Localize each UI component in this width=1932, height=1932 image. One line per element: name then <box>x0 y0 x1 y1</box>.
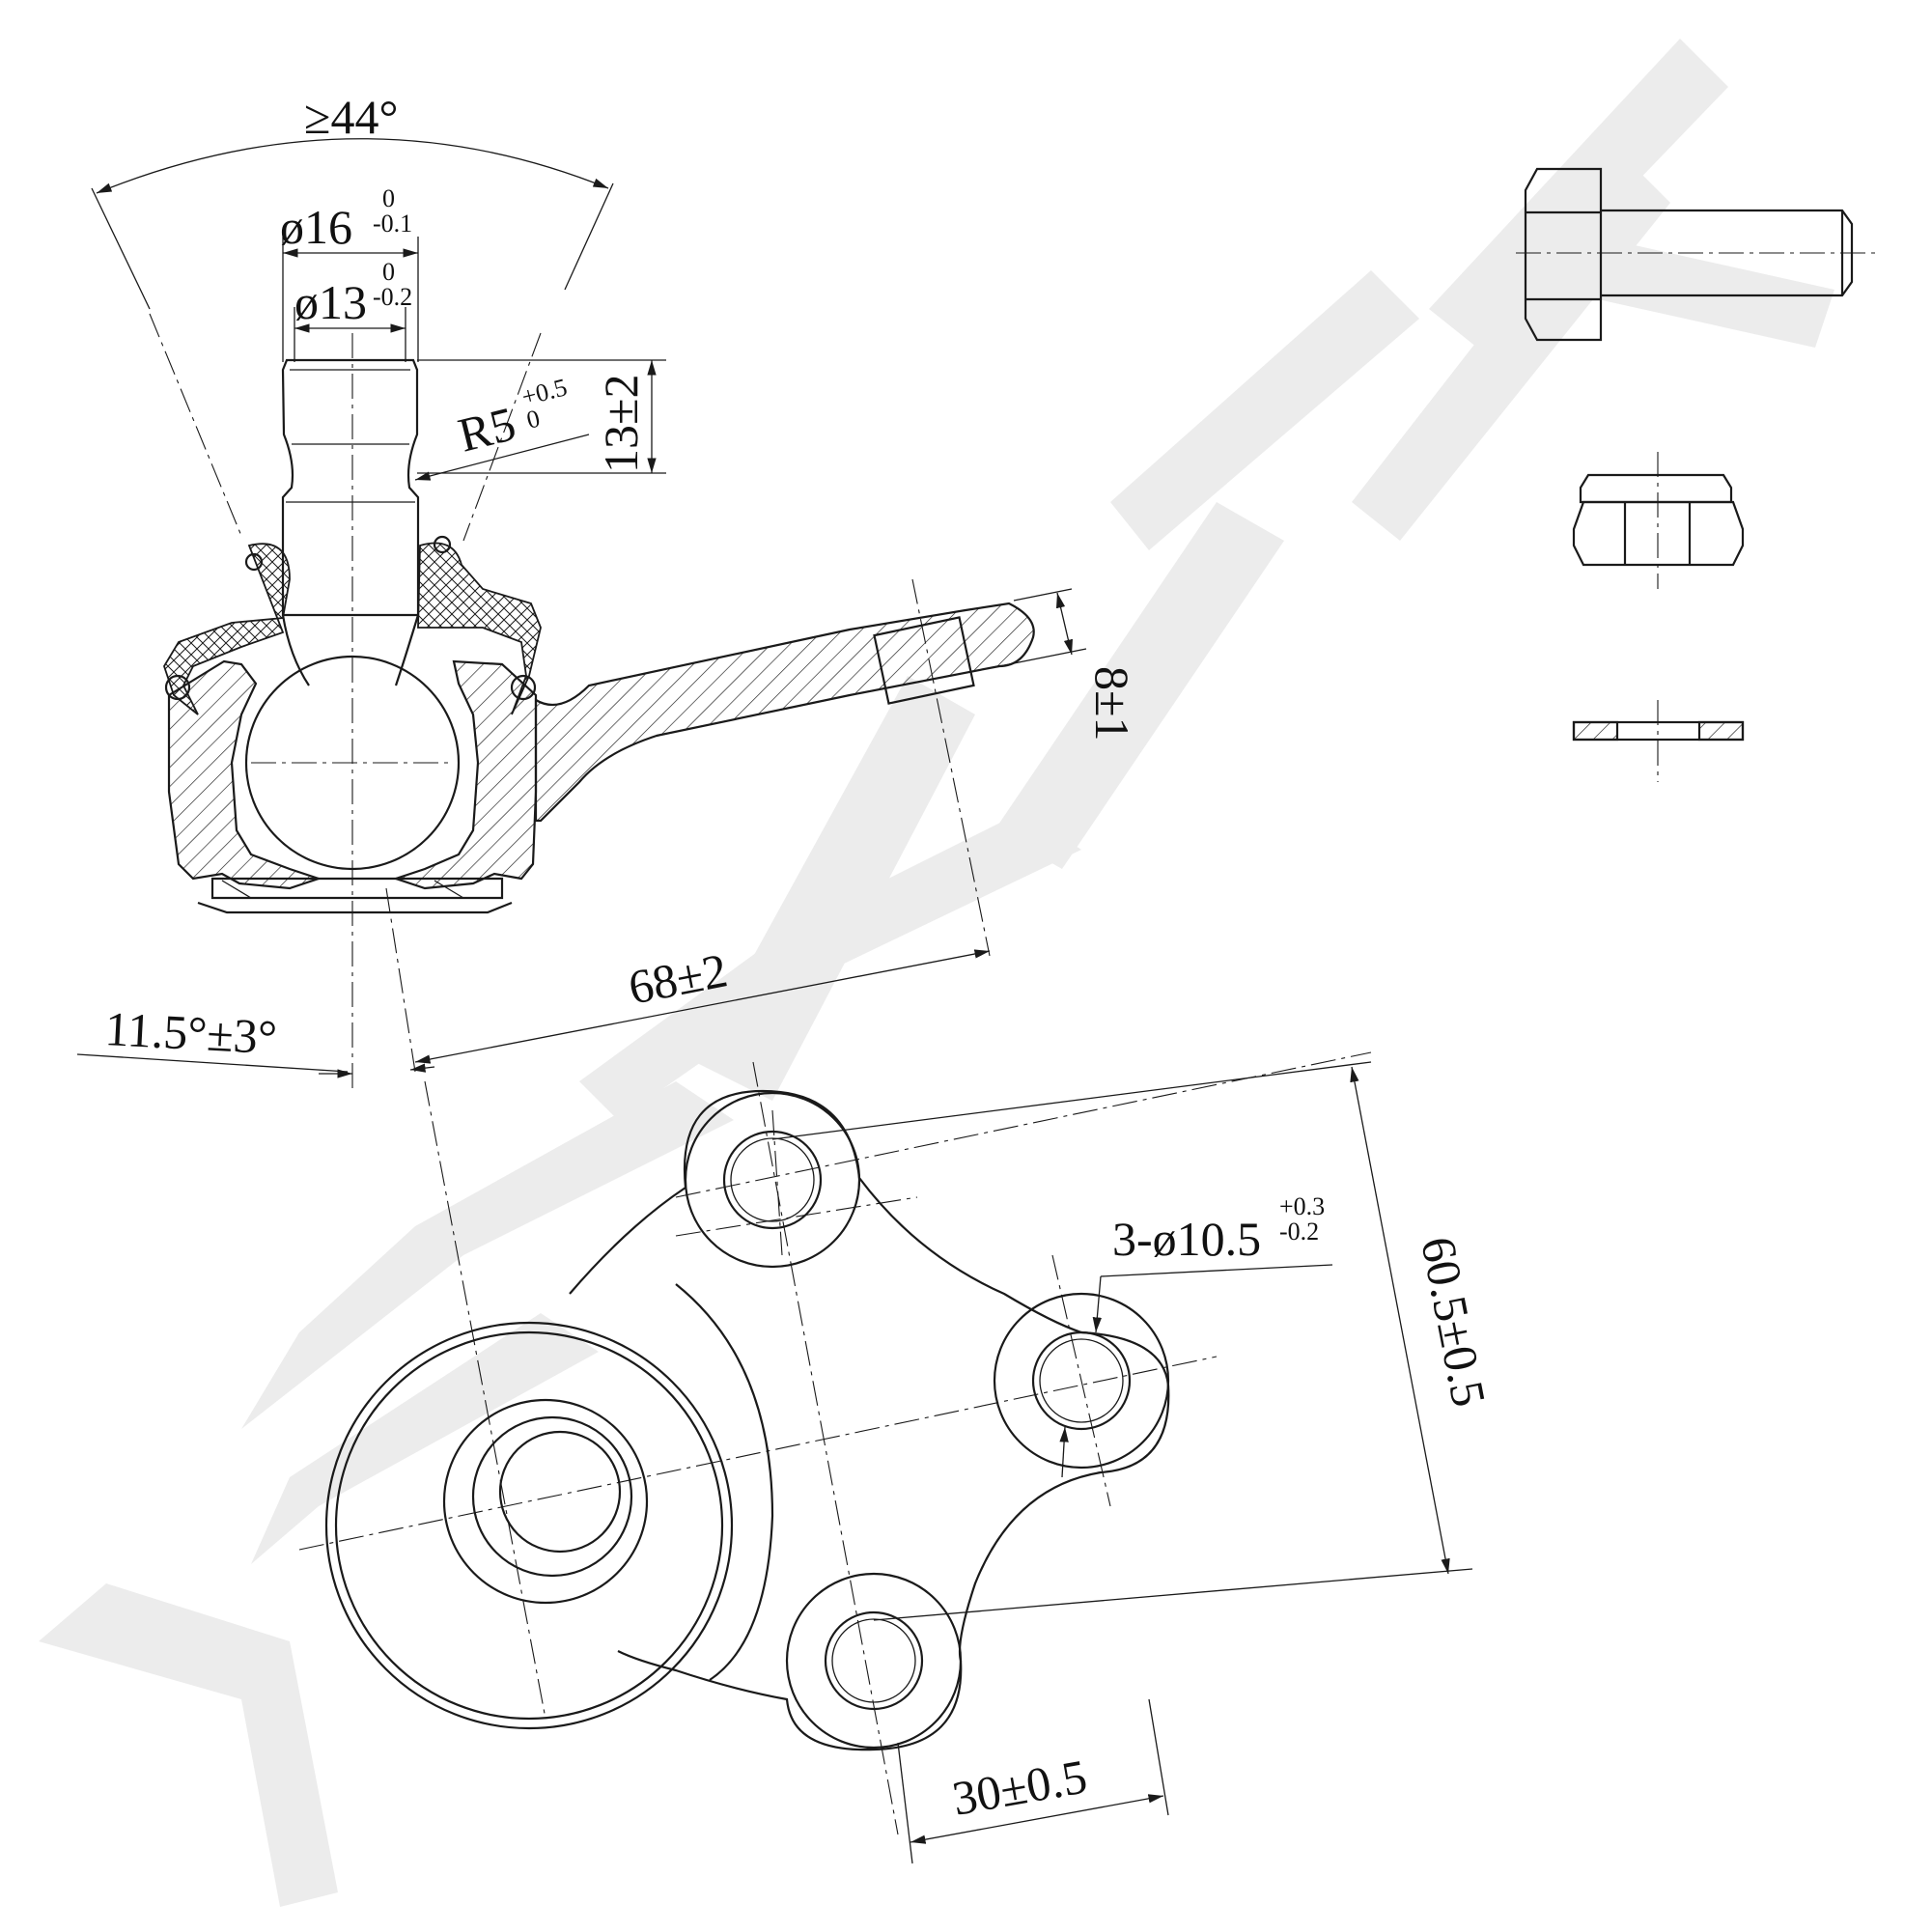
cone-angle-label: ≥44° <box>304 90 398 144</box>
svg-text:-0.2: -0.2 <box>1279 1218 1319 1246</box>
thread-length-dimension: 13±2 <box>417 359 666 474</box>
side-section-view <box>149 313 1035 1091</box>
plan-view <box>298 1051 1372 1835</box>
hole-diameter-label: 3-ø10.5 <box>1112 1212 1261 1266</box>
mounting-hole-2 <box>993 1292 1170 1470</box>
stud-thread <box>281 358 420 617</box>
washer-icon <box>1572 700 1745 782</box>
svg-text:0: 0 <box>523 405 543 434</box>
mounting-hole-1 <box>684 1091 861 1269</box>
hole-spacing-vertical-dimension: 60.5±0.5 <box>771 1061 1497 1621</box>
svg-text:0: 0 <box>382 258 395 286</box>
shank-diameter-label: ø16 <box>280 200 352 254</box>
hole-spacing-horizontal-label: 30±0.5 <box>948 1749 1091 1825</box>
mounting-hole-3 <box>785 1572 963 1750</box>
thread-length-label: 13±2 <box>594 375 648 473</box>
tilt-angle-label: 11.5°±3° <box>103 1001 278 1064</box>
shank-diameter-dimension: ø16 0 -0.1 <box>280 184 419 362</box>
neck-diameter-label: ø13 <box>294 275 367 329</box>
flange-outline <box>569 1089 1170 1751</box>
cone-angle-dimension: ≥44° <box>91 90 614 310</box>
body-outer-ring <box>324 1321 734 1730</box>
svg-text:+0.5: +0.5 <box>518 373 570 411</box>
housing-section <box>167 659 322 890</box>
arm-thickness-label: 8±1 <box>1085 666 1139 741</box>
tilt-angle-dimension: 11.5°±3° <box>76 1001 435 1078</box>
svg-text:-0.2: -0.2 <box>373 283 412 311</box>
lock-nut-icon <box>1572 452 1745 589</box>
mounting-arm-section <box>534 602 1035 823</box>
groove-radius-dimension: R5 +0.5 0 <box>414 373 590 481</box>
bolt-icon <box>1516 167 1878 342</box>
svg-text:-0.1: -0.1 <box>373 210 412 238</box>
groove-radius-label: R5 <box>453 396 520 462</box>
hole-spacing-vertical-label: 60.5±0.5 <box>1411 1232 1497 1411</box>
hole-diameter-dimension: 3-ø10.5 +0.3 -0.2 <box>1059 1192 1333 1478</box>
svg-text:+0.3: +0.3 <box>1279 1192 1325 1220</box>
stud-top <box>442 1398 649 1605</box>
arm-thickness-dimension: 8±1 <box>998 588 1139 741</box>
hole-spacing-horizontal-dimension: 30±0.5 <box>897 1698 1169 1864</box>
neck-diameter-dimension: ø13 0 -0.2 <box>294 258 412 362</box>
svg-text:0: 0 <box>382 184 395 212</box>
